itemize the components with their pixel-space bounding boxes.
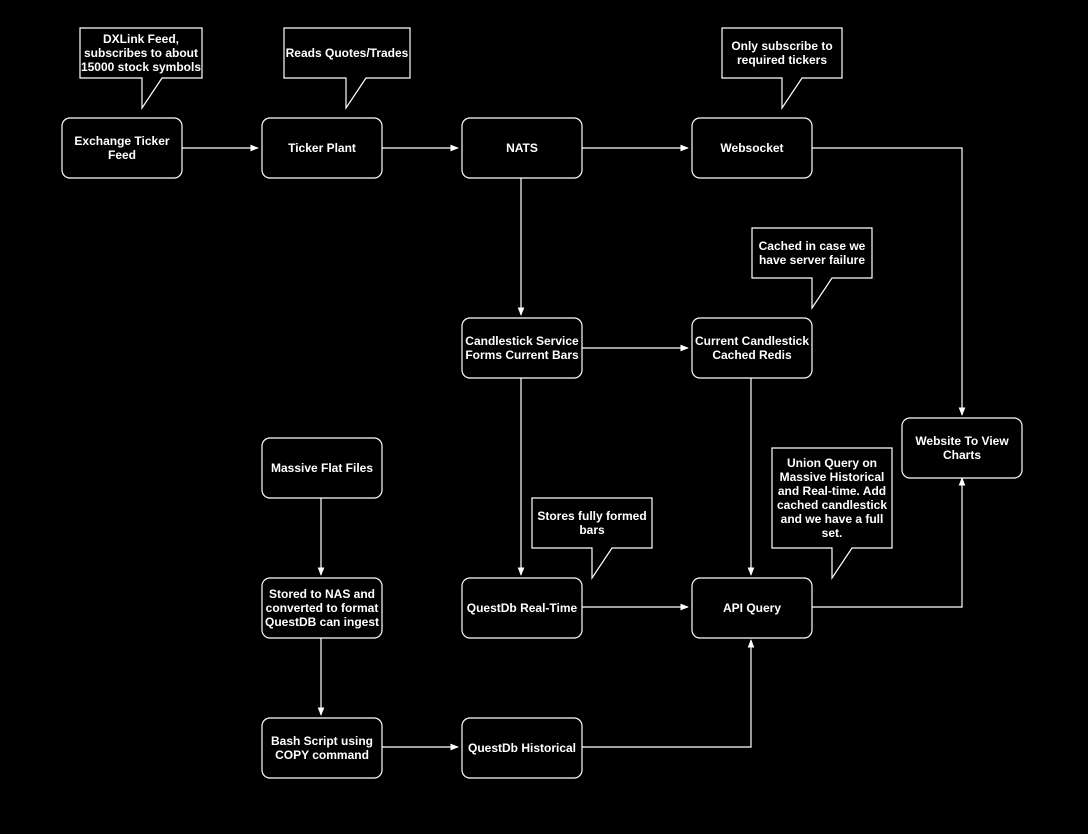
node-label: Current Candlestick <box>695 334 809 348</box>
node-box <box>261 577 383 639</box>
node-questdb-realtime[interactable]: QuestDb Real-Time <box>461 577 583 639</box>
node-box <box>461 117 583 179</box>
node-questdb-historical[interactable]: QuestDb Historical <box>461 717 583 779</box>
note-label: set. <box>822 526 843 540</box>
node-box <box>61 117 183 179</box>
node-label: Forms Current Bars <box>465 348 579 362</box>
node-label: QuestDb Real-Time <box>467 601 578 615</box>
node-box <box>261 717 383 779</box>
note-label: and we have a full <box>781 512 884 526</box>
node-label: Feed <box>108 148 136 162</box>
note-label: cached candlestick <box>777 498 887 512</box>
edge-websocket-to-website <box>811 147 966 416</box>
node-label: Massive Flat Files <box>271 461 373 475</box>
node-nats[interactable]: NATS <box>461 117 583 179</box>
node-label: Websocket <box>720 141 783 155</box>
node-label: Charts <box>943 448 981 462</box>
node-label: Stored to NAS and <box>269 587 375 601</box>
callout-shape <box>283 27 411 110</box>
node-label: Ticker Plant <box>288 141 356 155</box>
node-label: NATS <box>506 141 538 155</box>
node-label: Bash Script using <box>271 734 373 748</box>
node-label: Exchange Ticker <box>74 134 169 148</box>
note-label: have server failure <box>759 253 865 267</box>
node-box <box>691 577 813 639</box>
note-label: Massive Historical <box>780 470 885 484</box>
note-label: DXLink Feed, <box>103 32 179 46</box>
note-label: and Real-time. Add <box>778 484 886 498</box>
node-label: Cached Redis <box>712 348 792 362</box>
node-websocket[interactable]: Websocket <box>691 117 813 179</box>
node-label: Candlestick Service <box>465 334 579 348</box>
node-api[interactable]: API Query <box>691 577 813 639</box>
node-box <box>461 577 583 639</box>
note-label: Union Query on <box>787 456 877 470</box>
node-label: Website To View <box>915 434 1009 448</box>
note-reads: Reads Quotes/Trades <box>283 27 411 110</box>
node-box <box>261 437 383 499</box>
edge-historical-to-api <box>582 639 755 748</box>
note-label: 15000 stock symbols <box>81 60 201 74</box>
edge-api-to-website <box>811 477 966 608</box>
node-label: COPY command <box>275 748 369 762</box>
node-label: QuestDB can ingest <box>265 615 379 629</box>
node-ticker[interactable]: Ticker Plant <box>261 117 383 179</box>
node-label: QuestDb Historical <box>468 741 576 755</box>
node-box <box>461 317 583 379</box>
callout-shape <box>771 447 893 580</box>
node-box <box>261 117 383 179</box>
callout-shape <box>721 27 843 110</box>
note-label: Stores fully formed <box>537 509 646 523</box>
callout-shape <box>79 27 203 110</box>
note-label: Reads Quotes/Trades <box>286 46 409 60</box>
note-label: subscribes to about <box>84 46 198 60</box>
node-flat-files[interactable]: Massive Flat Files <box>261 437 383 499</box>
node-label: converted to format <box>266 601 379 615</box>
note-label: Only subscribe to <box>731 39 832 53</box>
node-box <box>691 117 813 179</box>
node-box <box>691 317 813 379</box>
node-box <box>461 717 583 779</box>
note-label: Cached in case we <box>759 239 866 253</box>
callout-shape <box>751 227 873 310</box>
node-label: API Query <box>723 601 781 615</box>
note-label: bars <box>579 523 605 537</box>
note-label: required tickers <box>737 53 827 67</box>
node-box <box>901 417 1023 479</box>
callout-shape <box>531 497 653 580</box>
